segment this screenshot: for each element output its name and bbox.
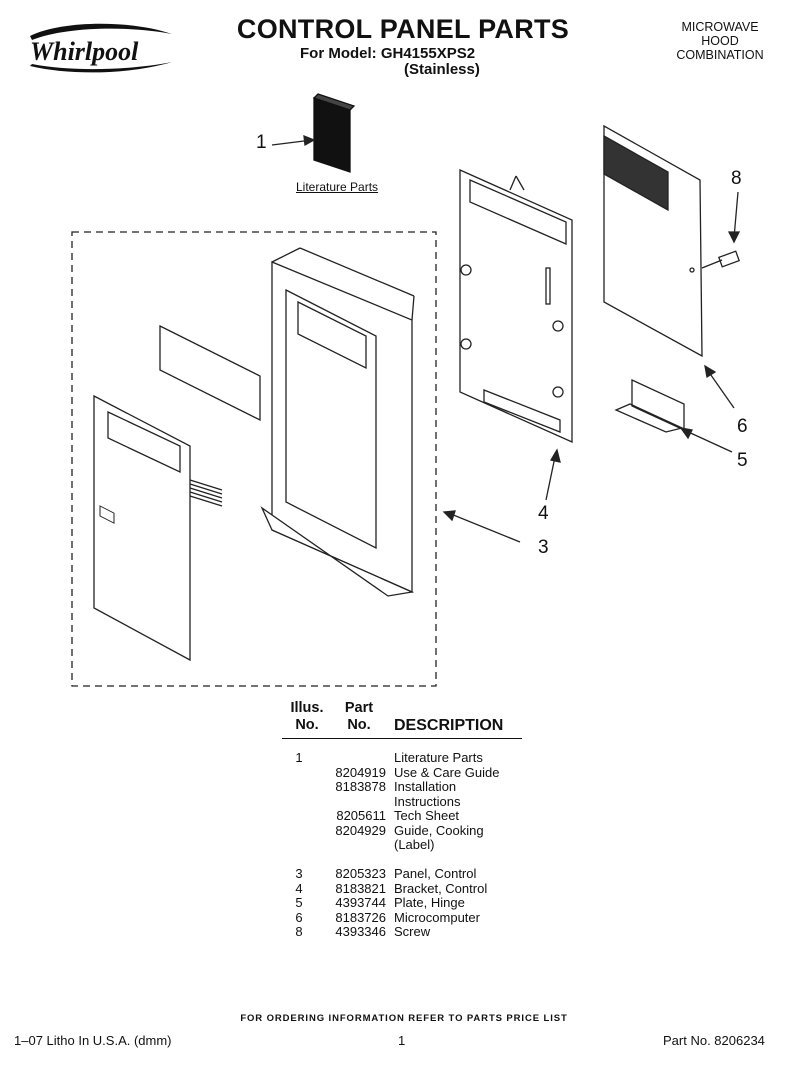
control-bracket — [459, 168, 573, 444]
litho-info: 1–07 Litho In U.S.A. (dmm) — [14, 1033, 172, 1048]
microcomputer-board — [603, 124, 703, 358]
table-row: (Label) — [282, 837, 522, 853]
part-no: 8183821 — [335, 880, 386, 896]
header-illus-line: No. — [295, 717, 319, 733]
part-no: 4393744 — [335, 895, 386, 910]
arrowhead-8 — [727, 231, 741, 244]
control-panel — [260, 247, 415, 597]
header-part-line: Part — [344, 700, 374, 716]
part-description: Use & Care Guide — [394, 764, 500, 780]
part-description: Instructions — [394, 793, 461, 809]
assembly-dashed-box — [71, 231, 437, 687]
part-description: Literature Parts — [394, 750, 483, 765]
illus-no: 3 — [295, 866, 303, 881]
table-row: 3 8205323 Panel, Control — [282, 866, 522, 882]
screw — [701, 250, 741, 269]
arrowhead-6 — [704, 364, 717, 379]
header-description: DESCRIPTION — [394, 717, 504, 734]
illus-no: 1 — [295, 750, 303, 765]
table-row: 6 8183726 Microcomputer — [282, 909, 522, 926]
table-row: Instructions — [282, 793, 522, 810]
logo-swoosh-top — [30, 23, 172, 40]
header-illus-no: Illus. No. — [286, 700, 328, 734]
exploded-parts-diagram — [71, 93, 741, 687]
literature-booklet — [312, 93, 356, 173]
part-description: Tech Sheet — [394, 808, 460, 823]
callout-4: 4 — [538, 503, 549, 524]
table-row: 8204919 Use & Care Guide — [282, 764, 522, 781]
keypad-keys — [99, 505, 115, 524]
model-finish: (Stainless) — [404, 61, 480, 78]
table-row: 8204929 Guide, Cooking — [282, 822, 522, 839]
product-type-line: HOOD — [701, 34, 739, 48]
header-illus-line: Illus. — [290, 700, 324, 716]
table-row: 5 4393744 Plate, Hinge — [282, 895, 522, 911]
part-description: Microcomputer — [394, 909, 480, 925]
part-no: 8205323 — [335, 866, 386, 881]
illus-no: 4 — [295, 880, 303, 896]
part-no: 8205611 — [336, 808, 386, 823]
header-part-no: Part No. — [336, 700, 382, 734]
document-part-number: Part No. 8206234 — [663, 1033, 765, 1048]
callout-8: 8 — [731, 168, 742, 189]
product-type-line: COMBINATION — [676, 48, 764, 62]
whirlpool-logo: Whirlpool — [30, 23, 172, 73]
part-no: 8183878 — [335, 779, 386, 794]
header-part-line: No. — [347, 717, 371, 733]
table-row: 8 4393346 Screw — [282, 924, 522, 940]
leader-line-8 — [733, 191, 739, 239]
part-no: 8204929 — [335, 822, 386, 838]
table-row: 1 Literature Parts — [282, 750, 522, 766]
illus-no: 8 — [295, 924, 303, 939]
arrowhead-4 — [549, 448, 561, 463]
part-description: Panel, Control — [394, 866, 477, 881]
callout-3: 3 — [538, 537, 549, 558]
logo-wordmark: Whirlpool — [30, 37, 139, 66]
part-description: Screw — [394, 924, 431, 939]
model-number: For Model: GH4155XPS2 — [300, 45, 476, 62]
table-row: 8183878 Installation — [282, 779, 522, 795]
illus-no: 5 — [295, 895, 303, 910]
product-type-line: MICROWAVE — [681, 20, 759, 34]
callout-5: 5 — [737, 450, 748, 471]
parts-table: Illus. No. Part No. DESCRIPTION 1 Literat… — [282, 700, 522, 940]
part-description: Plate, Hinge — [394, 895, 465, 910]
part-description: Installation — [394, 779, 457, 794]
literature-parts-label: Literature Parts — [296, 180, 379, 194]
page-title: CONTROL PANEL PARTS — [236, 14, 570, 44]
ordering-note: FOR ORDERING INFORMATION REFER TO PARTS … — [240, 1013, 568, 1024]
callout-1: 1 — [256, 132, 267, 153]
hinge-plate — [614, 378, 685, 433]
part-no: 8183726 — [335, 909, 386, 925]
table-row: 4 8183821 Bracket, Control — [282, 880, 522, 897]
page-number: 1 — [398, 1033, 406, 1048]
arrowhead-5 — [679, 427, 693, 440]
part-description: (Label) — [394, 837, 435, 852]
display-window — [159, 324, 261, 422]
keypad-membrane — [93, 394, 223, 662]
product-type: MICROWAVE HOOD COMBINATION — [660, 20, 780, 62]
arrowhead-1 — [303, 134, 316, 147]
logo-swoosh-bottom — [30, 62, 172, 73]
part-no: 8204919 — [335, 764, 386, 780]
leader-line-3 — [445, 511, 521, 543]
part-no: 4393346 — [335, 924, 386, 939]
arrowhead-3 — [442, 510, 456, 522]
leader-line-5 — [683, 429, 733, 453]
illus-no: 6 — [295, 909, 303, 925]
parts-table-header: Illus. No. Part No. DESCRIPTION — [282, 700, 522, 739]
callout-6: 6 — [737, 416, 748, 437]
part-description: Bracket, Control — [394, 880, 488, 896]
part-description: Guide, Cooking — [394, 822, 484, 838]
table-row: 8205611 Tech Sheet — [282, 808, 522, 824]
